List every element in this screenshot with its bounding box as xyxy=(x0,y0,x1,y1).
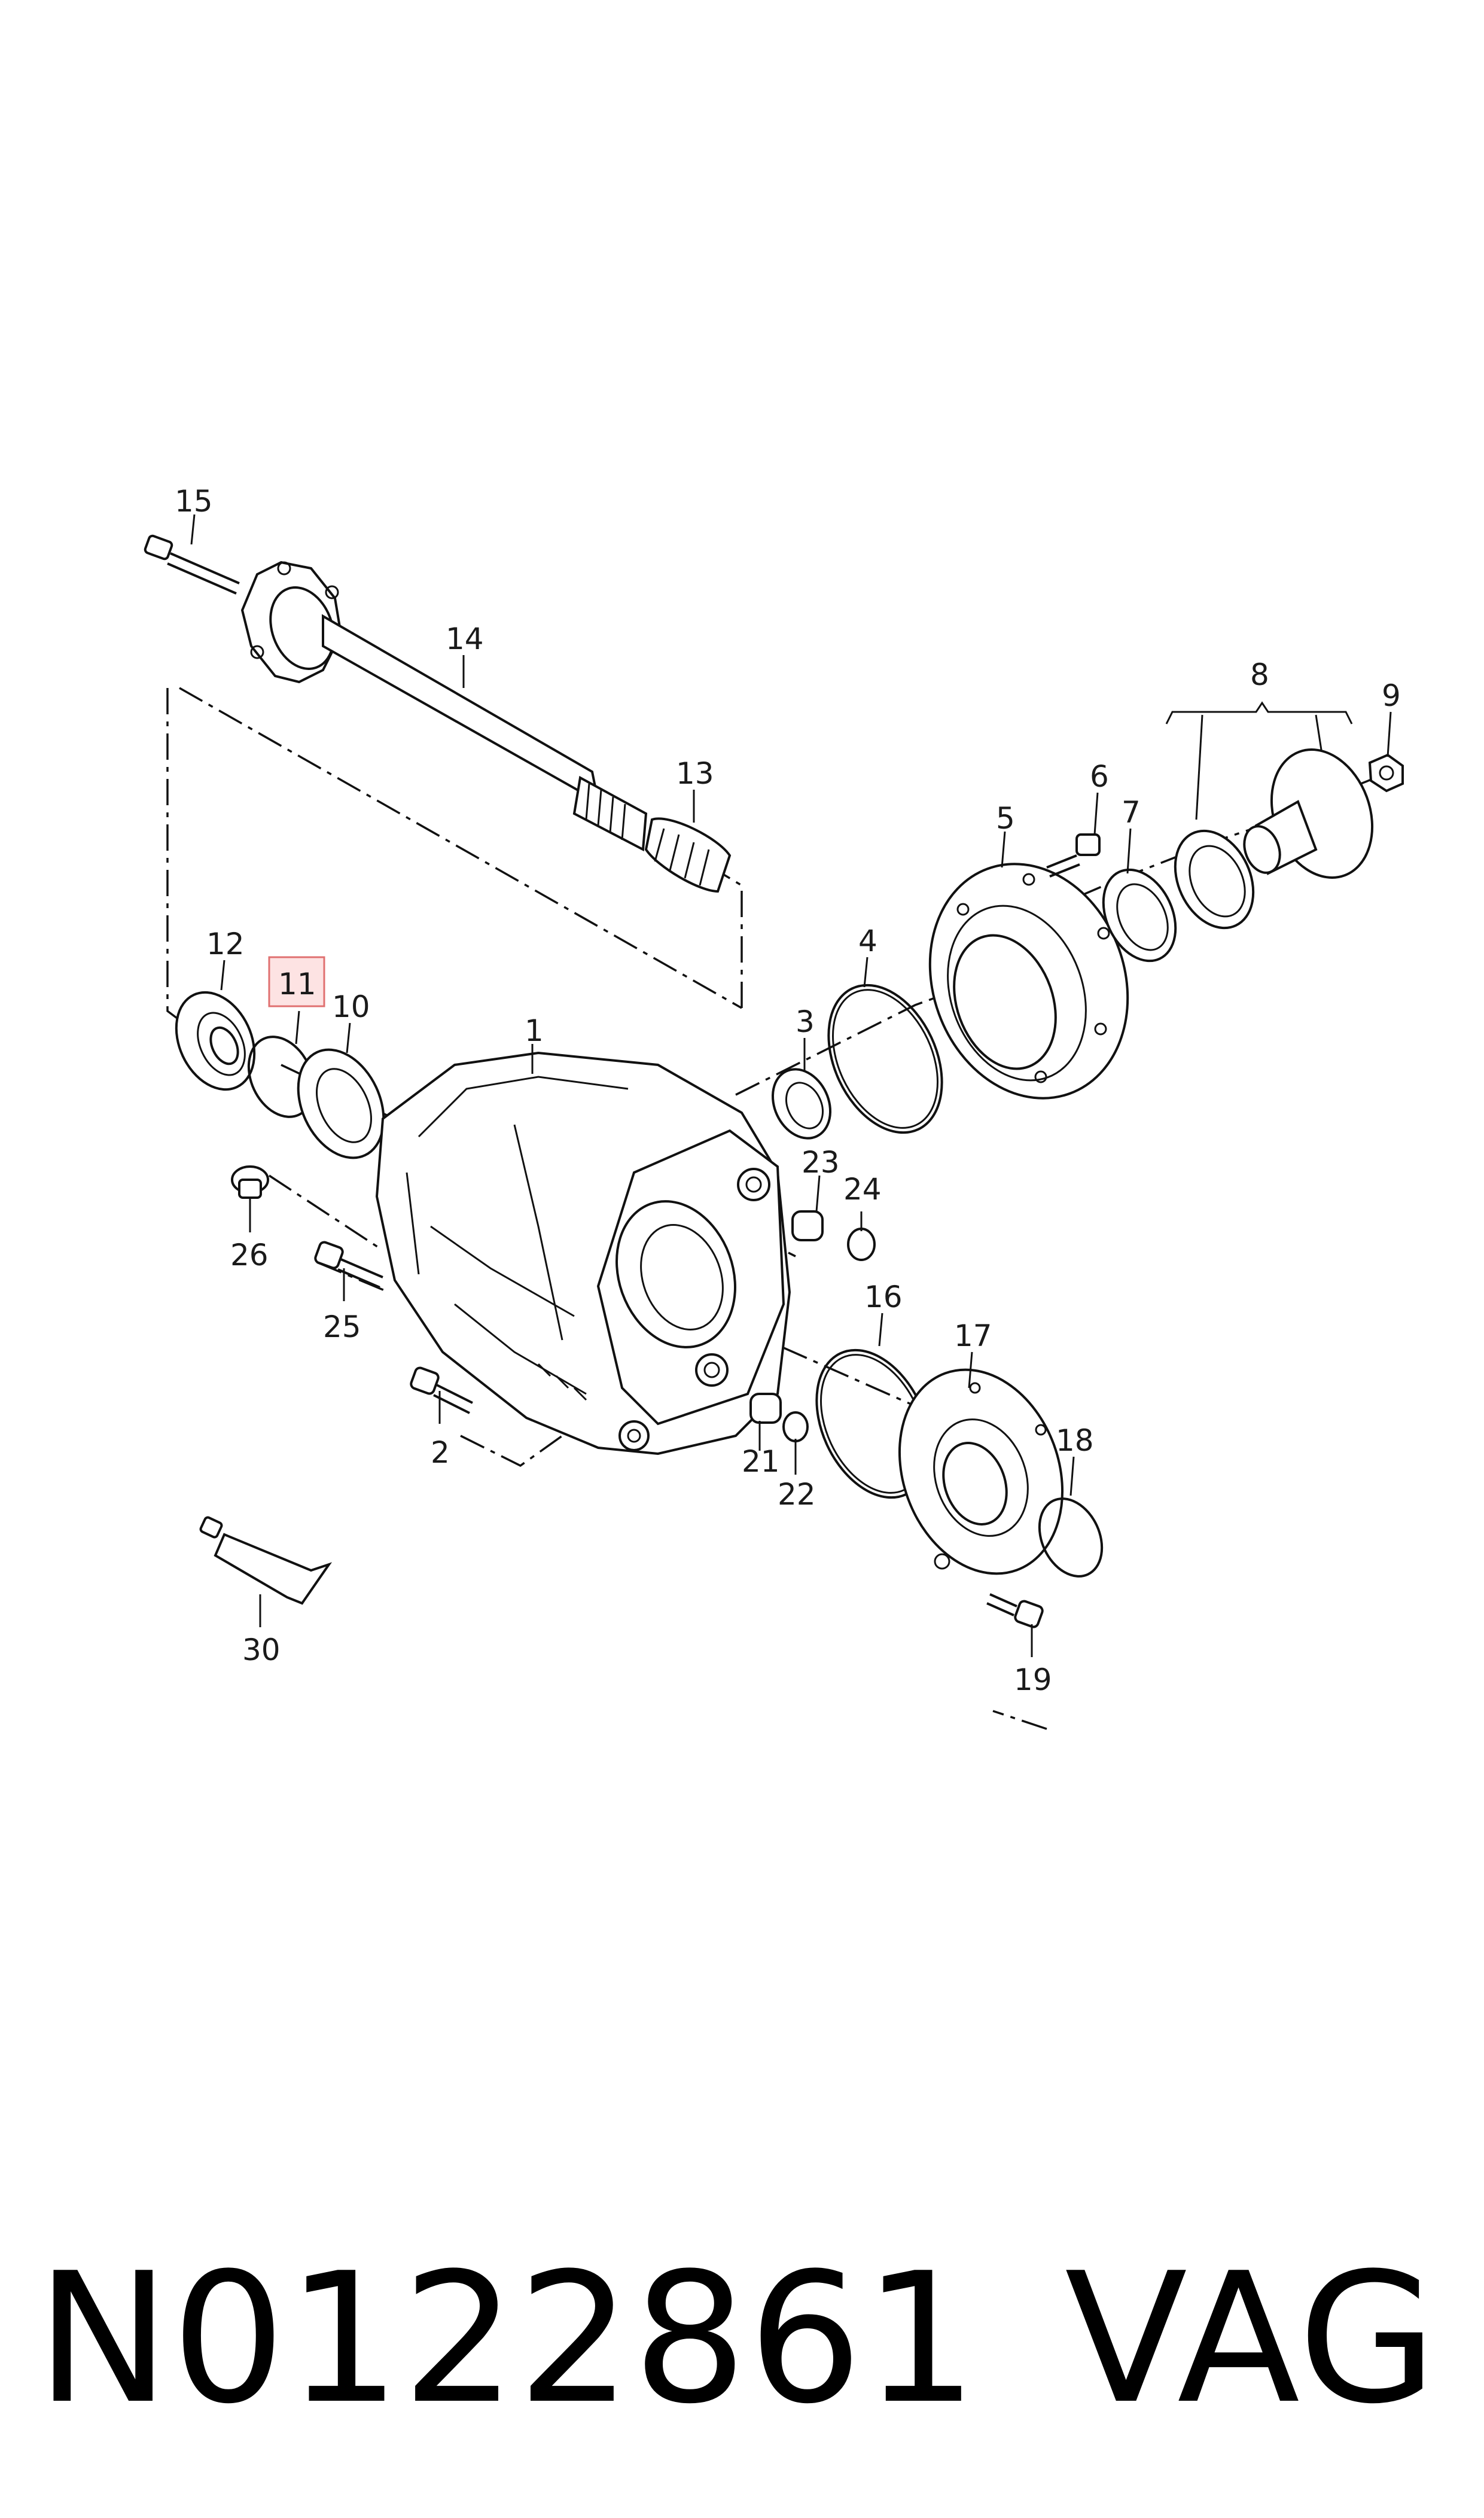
footer-brand: VAG xyxy=(1065,2234,1439,2443)
part-labels: 15 14 13 12 11 10 1 3 4 5 6 7 8 9 23 24 … xyxy=(175,484,1401,1697)
part-13-spring xyxy=(644,817,732,893)
label-part-6: 6 xyxy=(1090,759,1109,794)
label-part-9: 9 xyxy=(1382,678,1401,713)
part-18-o-ring xyxy=(1038,1497,1104,1578)
label-part-7: 7 xyxy=(1122,795,1141,830)
leader-lines xyxy=(190,514,1392,1657)
label-part-19: 19 xyxy=(1014,1663,1052,1697)
label-part-15: 15 xyxy=(175,484,213,519)
label-part-11: 11 xyxy=(278,967,316,1001)
part-12-bearing xyxy=(175,991,256,1091)
label-part-23: 23 xyxy=(802,1145,840,1180)
footer-part-code: N0122861 xyxy=(36,2234,979,2443)
part-23-sleeve xyxy=(791,1210,824,1241)
label-part-25: 25 xyxy=(323,1310,361,1344)
part-4-o-ring xyxy=(827,984,943,1134)
label-part-8: 8 xyxy=(1250,657,1269,692)
label-part-21: 21 xyxy=(742,1444,780,1479)
label-part-22: 22 xyxy=(778,1477,816,1512)
part-9-nut xyxy=(1368,753,1404,793)
label-part-13: 13 xyxy=(676,756,714,791)
part-1-gear-housing xyxy=(375,1051,791,1456)
label-part-4: 4 xyxy=(858,924,877,958)
part-3-roller-bearing xyxy=(771,1068,832,1140)
part-6-bolt xyxy=(1046,833,1101,878)
part-25-bolt xyxy=(314,1241,383,1289)
label-part-1: 1 xyxy=(525,1013,544,1048)
part-5-cover-flange xyxy=(928,863,1129,1100)
part-17-cover xyxy=(898,1368,1064,1575)
label-part-14: 14 xyxy=(446,622,484,656)
label-part-5: 5 xyxy=(996,801,1015,836)
label-part-17: 17 xyxy=(954,1319,992,1353)
part-19-bolt xyxy=(986,1593,1044,1628)
part-24-washer xyxy=(847,1228,876,1261)
label-part-26: 26 xyxy=(230,1238,269,1272)
part-21-sleeve xyxy=(749,1393,782,1424)
label-part-24: 24 xyxy=(843,1172,882,1207)
label-part-30: 30 xyxy=(242,1633,281,1667)
part-14-drive-shaft xyxy=(240,561,648,852)
part-26-breather xyxy=(231,1165,269,1199)
part-10-seal xyxy=(297,1048,385,1159)
label-part-2: 2 xyxy=(431,1435,450,1470)
part-22-washer xyxy=(782,1411,809,1442)
label-part-3: 3 xyxy=(796,1004,815,1039)
part-7-shim xyxy=(1102,868,1177,963)
label-part-10: 10 xyxy=(332,989,370,1024)
label-part-12: 12 xyxy=(206,927,245,961)
label-part-16: 16 xyxy=(864,1280,903,1314)
part-8-output-flange-set xyxy=(1165,701,1374,930)
part-30-sealant-tube xyxy=(199,1516,333,1605)
part-2-bolt xyxy=(410,1366,473,1414)
part-15-bolt xyxy=(144,534,240,595)
highlight-box-part-11 xyxy=(268,956,325,1007)
label-part-18: 18 xyxy=(1056,1423,1094,1458)
